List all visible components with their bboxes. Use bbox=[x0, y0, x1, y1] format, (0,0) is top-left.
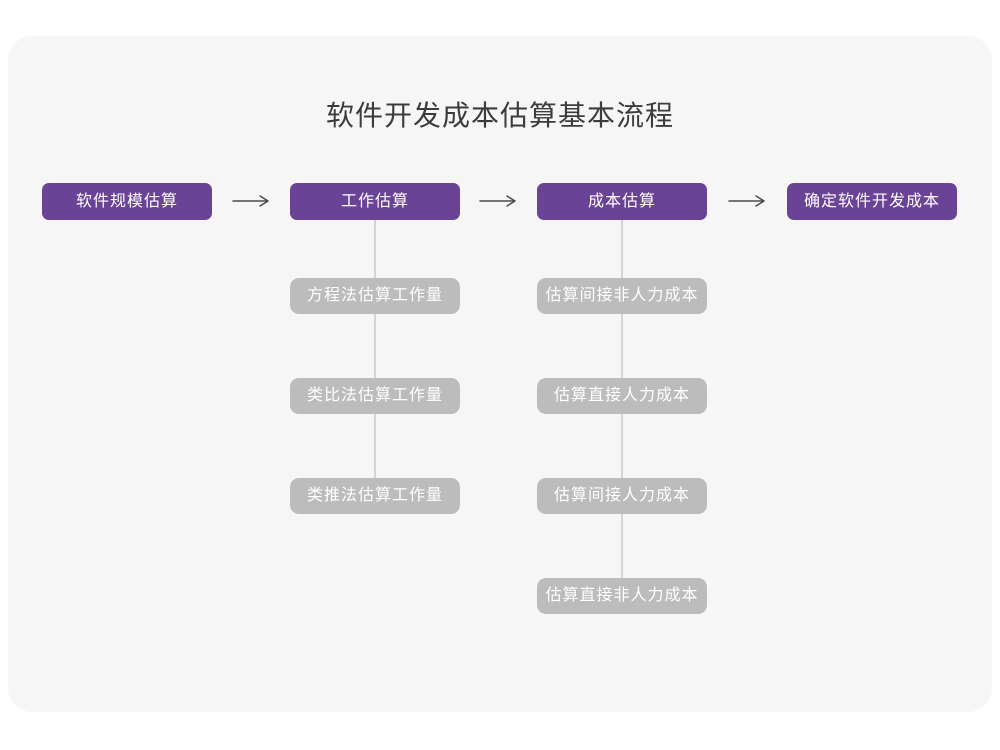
node-analogy-method-workload[interactable]: 类比法估算工作量 bbox=[290, 378, 460, 414]
right-arrow-icon bbox=[232, 195, 269, 207]
node-extrapolation-method-workload[interactable]: 类推法估算工作量 bbox=[290, 478, 460, 514]
right-arrow-icon bbox=[728, 195, 765, 207]
connector-line-work-column bbox=[374, 220, 376, 496]
node-direct-labor-cost[interactable]: 估算直接人力成本 bbox=[537, 378, 707, 414]
node-determine-dev-cost[interactable]: 确定软件开发成本 bbox=[787, 183, 957, 220]
node-indirect-nonlabor-cost[interactable]: 估算间接非人力成本 bbox=[537, 278, 707, 314]
node-software-scale-estimation[interactable]: 软件规模估算 bbox=[42, 183, 212, 220]
right-arrow-icon bbox=[479, 195, 516, 207]
node-direct-nonlabor-cost[interactable]: 估算直接非人力成本 bbox=[537, 578, 707, 614]
flowchart-card: 软件开发成本估算基本流程 软件规模估算 工作估算 成本估算 确定软件开发成本 方… bbox=[8, 36, 992, 712]
node-equation-method-workload[interactable]: 方程法估算工作量 bbox=[290, 278, 460, 314]
node-cost-estimation[interactable]: 成本估算 bbox=[537, 183, 707, 220]
node-indirect-labor-cost[interactable]: 估算间接人力成本 bbox=[537, 478, 707, 514]
diagram-title: 软件开发成本估算基本流程 bbox=[325, 100, 674, 131]
node-work-estimation[interactable]: 工作估算 bbox=[290, 183, 460, 220]
